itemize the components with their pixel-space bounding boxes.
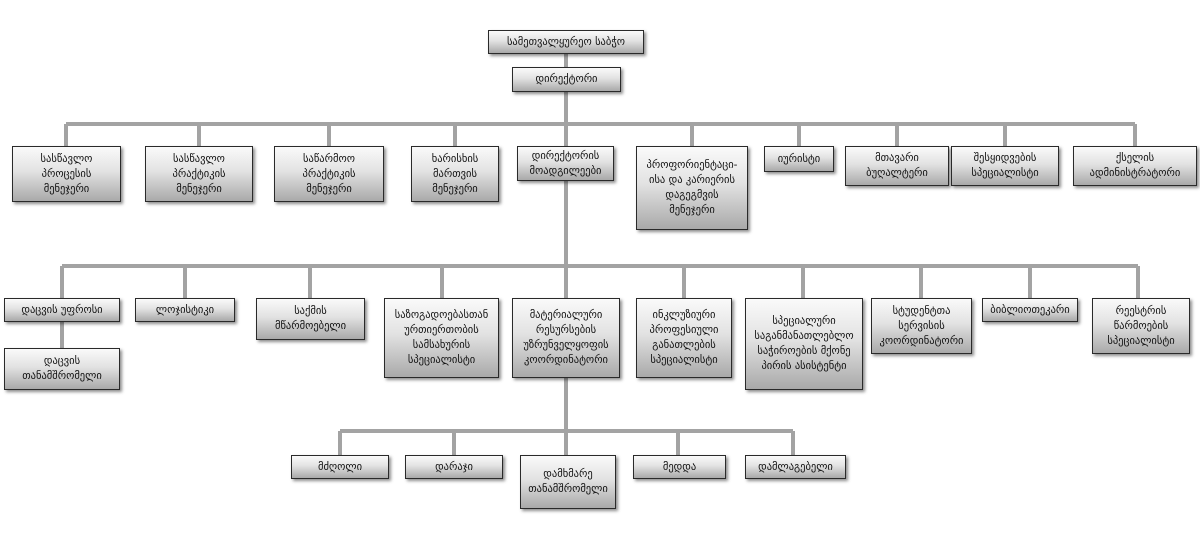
org-node-nurse: მედდა [633, 455, 726, 479]
org-node-supervisory-board: სამეთვალყურეო საბჭო [488, 30, 644, 54]
org-node-lawyer: იურისტი [764, 146, 834, 172]
org-node-inclusive-education-specialist: ინკლუზიური პროფესიული განათლების სპეციალ… [636, 298, 732, 378]
org-node-guard: დარაჯი [405, 455, 503, 479]
org-node-procurement-specialist: შესყიდვების სპეციალისტი [951, 146, 1059, 186]
org-node-chief-accountant: მთავარი ბუღალტერი [845, 146, 949, 186]
org-node-driver: მძღოლი [291, 455, 389, 479]
org-node-public-relations-specialist: საზოგადოებასთან ურთიერთობის სამსახურის ს… [384, 298, 499, 378]
org-node-logistician: ლოჯისტიკი [135, 298, 235, 322]
org-node-industrial-practice-manager: საწარმოო პრაქტიკის მენეჯერი [274, 146, 384, 202]
org-node-quality-manager: ხარისხის მართვის მენეჯერი [411, 146, 499, 202]
org-node-support-staff: დამხმარე თანამშრომელი [520, 455, 616, 509]
org-node-study-process-manager: სასწავლო პროცესის მენეჯერი [12, 146, 121, 202]
org-node-career-planning-manager: პროფორიენტაცი- ისა და კარიერის დაგეგმვის… [636, 146, 748, 230]
org-node-clerk: საქმის მწარმოებელი [256, 298, 365, 340]
org-node-security-chief: დაცვის უფროსი [4, 298, 120, 322]
org-node-material-resources-coordinator: მატერიალური რესურსების უზრუნველყოფის კოო… [512, 298, 620, 378]
org-node-cleaner: დამლაგებელი [745, 455, 846, 479]
org-node-director: დირექტორი [512, 67, 621, 92]
org-node-study-practice-manager: სასწავლო პრაქტიკის მენეჯერი [145, 146, 253, 202]
org-node-special-needs-assistant: სპეციალური საგანმანათლებლო საჭიროების მქ… [745, 298, 863, 390]
org-node-director-deputies: დირექტორის მოადგილეები [517, 146, 614, 181]
org-node-student-services-coordinator: სტუდენტთა სერვისის კოორდინატორი [871, 298, 972, 354]
org-node-network-administrator: ქსელის ადმინისტრატორი [1073, 146, 1197, 186]
org-node-librarian: ბიბლიოთეკარი [982, 298, 1078, 322]
org-node-registry-specialist: რეესტრის წარმოების სპეციალისტი [1092, 298, 1190, 354]
org-node-security-staff: დაცვის თანამშრომელი [4, 348, 120, 390]
